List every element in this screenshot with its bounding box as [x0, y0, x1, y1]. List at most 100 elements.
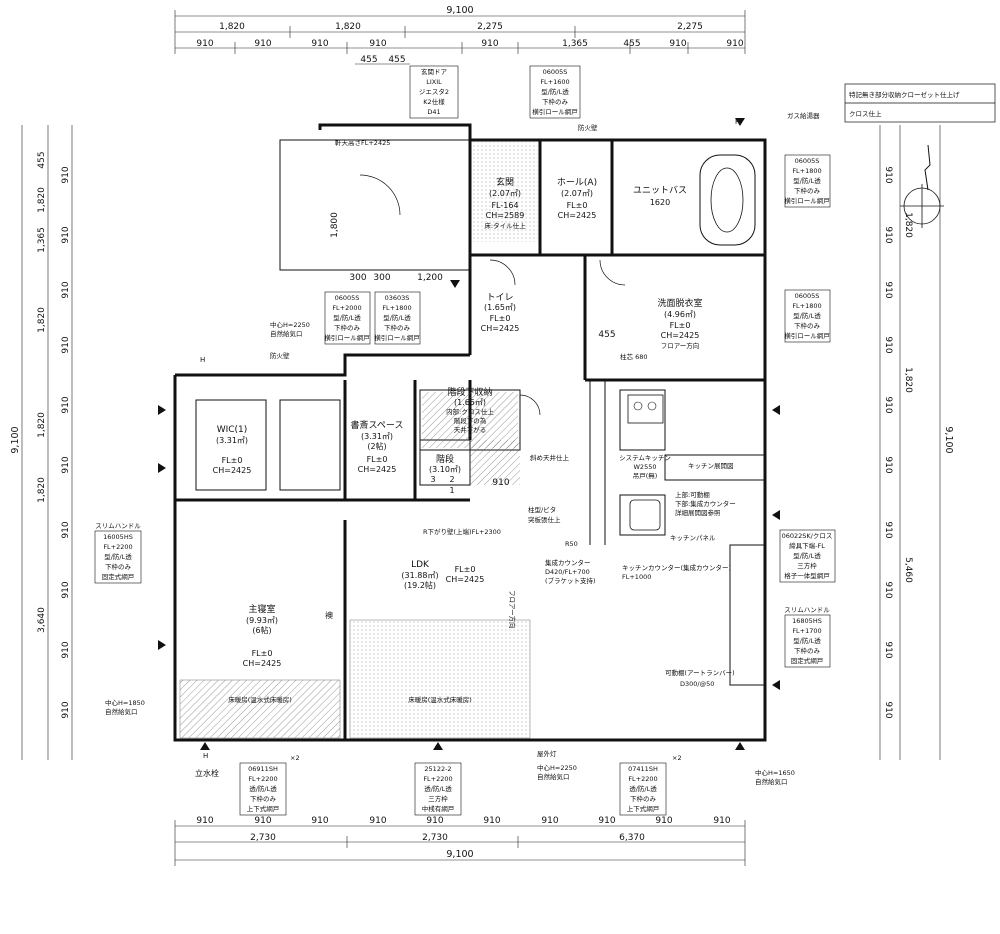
bench-note: (ブラケット支持) — [545, 576, 596, 585]
hall-ch: CH=2425 — [558, 211, 597, 220]
bath-size: 1620 — [650, 198, 670, 207]
right-upper-l3: 型/防/L透 — [793, 176, 821, 185]
note-closet: 特記無き部分収納クローゼット仕上げ — [849, 90, 960, 99]
master-area: (9.93㎡) — [246, 616, 278, 625]
h-markers — [158, 118, 780, 750]
pillar-680: 柱芯 680 — [620, 352, 647, 361]
stair-storage-area: (1.65㎡) — [454, 398, 486, 407]
right-mid-l1: 06005S — [795, 292, 820, 300]
study-ch: CH=2425 — [358, 465, 397, 474]
stair-ceiling: R下がり壁(上端)FL+2300 — [423, 527, 501, 536]
dim-inner-910: 910 — [492, 478, 509, 488]
dim-bottom-mid-1: 2,730 — [250, 833, 276, 843]
dim-bottom-grid-4: 910 — [369, 816, 386, 826]
hall-fl: FL±0 — [567, 201, 588, 210]
right-mid-l4: 下枠のみ — [794, 321, 821, 330]
deck-area-mid — [349, 619, 531, 739]
top-window-l2: FL+1600 — [540, 78, 569, 86]
dim-right-grid-3: 910 — [883, 281, 893, 298]
bottom-mid-l1: 25122-2 — [424, 765, 451, 773]
window-genkan-door: 玄関ドア LIXIL ジエスタ2 K2仕様 D41 — [409, 65, 459, 119]
washroom-ch: CH=2425 — [661, 331, 700, 340]
dim-left-mid-5: 1,820 — [37, 412, 47, 438]
ldk-name: LDK — [411, 560, 430, 570]
bath-name: ユニットバス — [633, 185, 687, 196]
counter-detail: 詳細展開図参照 — [675, 508, 721, 517]
bottom-left-x2: ×2 — [290, 754, 300, 762]
dim-top-grid-2: 910 — [254, 39, 271, 49]
dim-right-grid-4: 910 — [883, 336, 893, 353]
dim-right-mid-3: 5,460 — [903, 557, 913, 583]
bottom-right-x2: ×2 — [672, 754, 682, 762]
master-ch: CH=2425 — [243, 659, 282, 668]
dim-bottom-total: 9,100 — [446, 849, 473, 860]
dim-bottom-grid-2: 910 — [254, 816, 271, 826]
right-bottom-l3: 型/防/L透 — [793, 636, 821, 645]
door-swings — [359, 174, 626, 416]
dim-bottom-mid-3: 6,370 — [619, 833, 645, 843]
study-tatami: (2帖) — [367, 441, 386, 451]
genkan-name: 玄関 — [496, 176, 514, 188]
left-mid-l3: 型/防/L透 — [104, 552, 132, 561]
dim-left-grid-8: 910 — [61, 581, 71, 598]
washroom-name: 洗面脱衣室 — [657, 297, 702, 309]
dim-top-grid-8: 910 — [669, 39, 686, 49]
note-cloth: クロス仕上 — [849, 109, 882, 118]
right-upper-l5: 横引ロール網戸 — [784, 196, 830, 205]
kitchen-sub: 吊戸(無) — [633, 471, 658, 480]
left-upper-b-l3: 型/防/L透 — [383, 313, 411, 322]
genkan-door-l1: 玄関ドア — [421, 67, 448, 76]
left-upper-b-l5: 横引ロール網戸 — [374, 333, 420, 342]
wic-fl: FL±0 — [222, 456, 243, 465]
dim-bottom-grid-5: 910 — [426, 816, 443, 826]
ldk-area: (31.88㎡) — [401, 571, 438, 580]
kitchen-panel-label: キッチンパネル — [670, 534, 716, 542]
stove-burner-1 — [633, 401, 643, 411]
genkan-door-l4: K2仕様 — [423, 97, 445, 106]
dim-left-grid-5: 910 — [61, 396, 71, 413]
pendant-ceiling: 斜め天井仕上 — [530, 453, 570, 462]
dim-left-grid-1: 910 — [61, 166, 71, 183]
dim-left-mid-7: 3,640 — [37, 607, 47, 633]
dim-left-mid-2: 1,820 — [37, 187, 47, 213]
dim-bottom-mid-2: 2,730 — [422, 833, 448, 843]
cabinet-label: 可動棚(アートランバー) — [665, 668, 735, 677]
dim-bottom-grid-8: 910 — [598, 816, 615, 826]
genkan-door-l3: ジエスタ2 — [419, 87, 449, 96]
wic-ch: CH=2425 — [213, 466, 252, 475]
left-mid-l5: 固定式網戸 — [102, 572, 135, 581]
bottom-mid-l4: 三方枠 — [428, 794, 448, 803]
top-window-l3: 型/防/L透 — [541, 87, 569, 96]
washroom-area: (4.96㎡) — [664, 310, 696, 319]
room-toilet: トイレ (1.65㎡) FL±0 CH=2425 — [481, 293, 520, 333]
bottom-left-l4: 下枠のみ — [250, 794, 277, 803]
h-marker-1: H — [200, 356, 205, 364]
hall-area: (2.07㎡) — [561, 189, 593, 198]
right-lower-l2: 締具下端-FL — [789, 541, 825, 550]
right-bottom-handle: スリムハンドル — [784, 606, 830, 614]
right-bottom-l4: 下枠のみ — [794, 646, 821, 655]
study-fl: FL±0 — [367, 455, 388, 464]
cabinet-size: D300/@50 — [680, 680, 714, 688]
left-upper-b-l2: FL+1800 — [382, 304, 411, 312]
bench-size: D420/FL+700 — [545, 568, 590, 576]
right-lower-l4: 三方枠 — [797, 561, 817, 570]
wic-name: WIC(1) — [217, 425, 248, 435]
ldk-tatami: (19.2帖) — [404, 580, 436, 590]
study-name: 書斎スペース — [351, 419, 404, 431]
dim-right-grid-9: 910 — [883, 641, 893, 658]
bottom-left-l5: 上下式網戸 — [247, 804, 280, 813]
dimension-lines — [21, 15, 941, 861]
dim-right-grid-5: 910 — [883, 396, 893, 413]
right-lower-l1: 06022SK/クロス — [782, 532, 833, 540]
counter2-label: キッチンカウンター(集成カウンター) — [622, 563, 731, 572]
dim-right-grid-7: 910 — [883, 521, 893, 538]
right-upper-l4: 下枠のみ — [794, 186, 821, 195]
window-right-bottom: スリムハンドル 16805HS FL+1700 型/防/L透 下枠のみ 固定式網… — [784, 606, 831, 668]
vent-bottom-right-h: 中心H=1650 — [755, 768, 795, 777]
stairs-step-1: 1 — [449, 486, 454, 495]
right-upper-l1: 06005S — [795, 157, 820, 165]
stair-storage-note3: 天井下がる — [454, 425, 487, 434]
vent-bottom-right-label: 自然給気口 — [755, 777, 788, 786]
